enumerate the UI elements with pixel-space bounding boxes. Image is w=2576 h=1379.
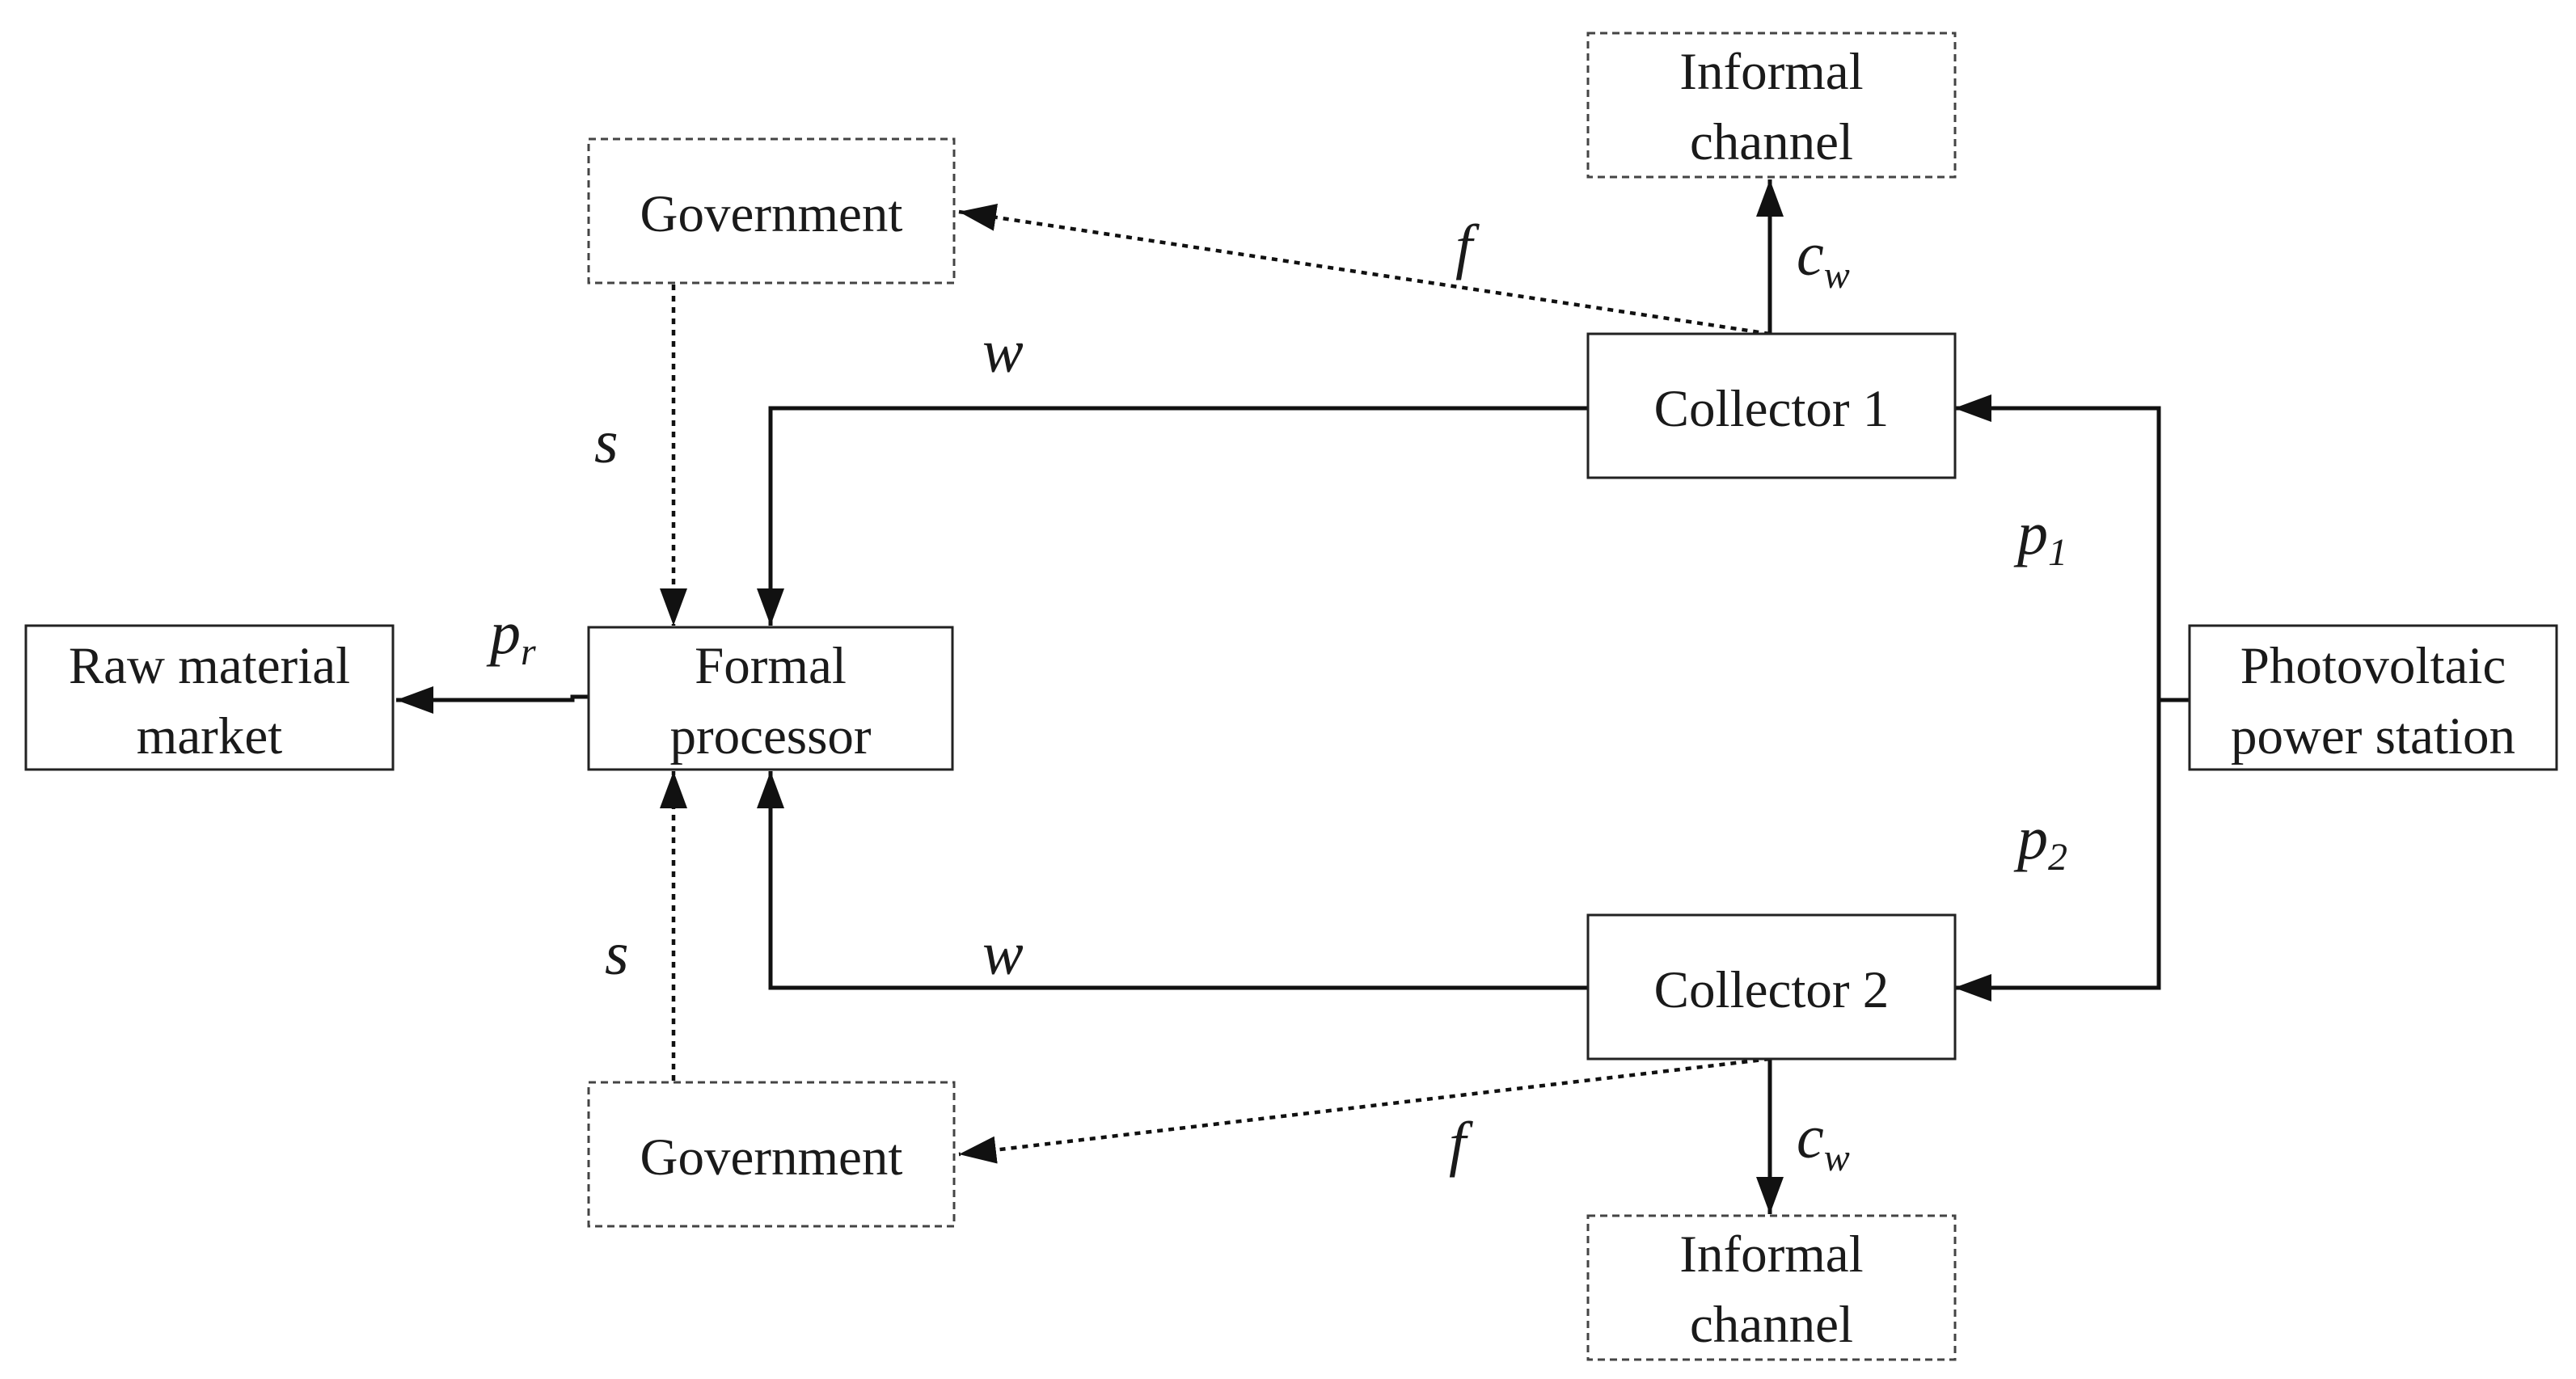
svg-text:Informal: Informal bbox=[1679, 1225, 1863, 1284]
label-s-top: s bbox=[594, 408, 619, 476]
edge-p1 bbox=[1954, 394, 2190, 702]
node-informal-channel-top: Informal channel bbox=[1586, 32, 1957, 179]
node-photovoltaic-power-station: Photovoltaic power station bbox=[2188, 624, 2558, 771]
svg-text:power station: power station bbox=[2231, 707, 2515, 765]
node-government-top: Government bbox=[587, 137, 956, 285]
label-f-top: f bbox=[1455, 213, 1480, 280]
label-cw-bottom: cw bbox=[1797, 1103, 1850, 1179]
label-w-bottom: w bbox=[982, 920, 1024, 988]
edge-pr bbox=[396, 686, 589, 714]
edge-f-bottom bbox=[958, 1056, 1771, 1164]
svg-text:Informal: Informal bbox=[1679, 43, 1863, 101]
svg-text:Formal: Formal bbox=[695, 637, 847, 695]
label-pr: pr bbox=[486, 599, 536, 673]
label-w-top: w bbox=[982, 318, 1024, 386]
svg-text:processor: processor bbox=[669, 707, 871, 765]
edge-w-collector1 bbox=[757, 406, 1588, 626]
label-p2: p2 bbox=[2013, 804, 2067, 879]
svg-text:Collector 2: Collector 2 bbox=[1654, 961, 1890, 1019]
label-s-bottom: s bbox=[605, 920, 629, 988]
label-p1: p1 bbox=[2013, 500, 2067, 574]
node-informal-channel-bottom: Informal channel bbox=[1586, 1214, 1957, 1361]
node-formal-processor: Formal processor bbox=[587, 626, 954, 771]
svg-text:Collector 1: Collector 1 bbox=[1654, 380, 1890, 438]
edge-w-collector2 bbox=[757, 771, 1588, 990]
node-government-bottom: Government bbox=[587, 1081, 956, 1228]
svg-text:market: market bbox=[137, 707, 282, 765]
label-f-bottom: f bbox=[1449, 1110, 1473, 1178]
label-cw-top: cw bbox=[1797, 221, 1850, 297]
node-raw-material-market: Raw material market bbox=[24, 624, 395, 771]
node-collector-1: Collector 1 bbox=[1586, 332, 1957, 479]
svg-text:channel: channel bbox=[1690, 1296, 1853, 1354]
svg-text:Photovoltaic: Photovoltaic bbox=[2240, 637, 2506, 695]
edge-p2 bbox=[1954, 700, 2161, 1002]
edge-f-top bbox=[958, 204, 1771, 336]
svg-text:Government: Government bbox=[640, 185, 903, 243]
node-collector-2: Collector 2 bbox=[1586, 913, 1957, 1061]
svg-text:Raw material: Raw material bbox=[69, 637, 350, 695]
svg-text:Government: Government bbox=[640, 1128, 903, 1187]
svg-text:channel: channel bbox=[1690, 113, 1853, 171]
